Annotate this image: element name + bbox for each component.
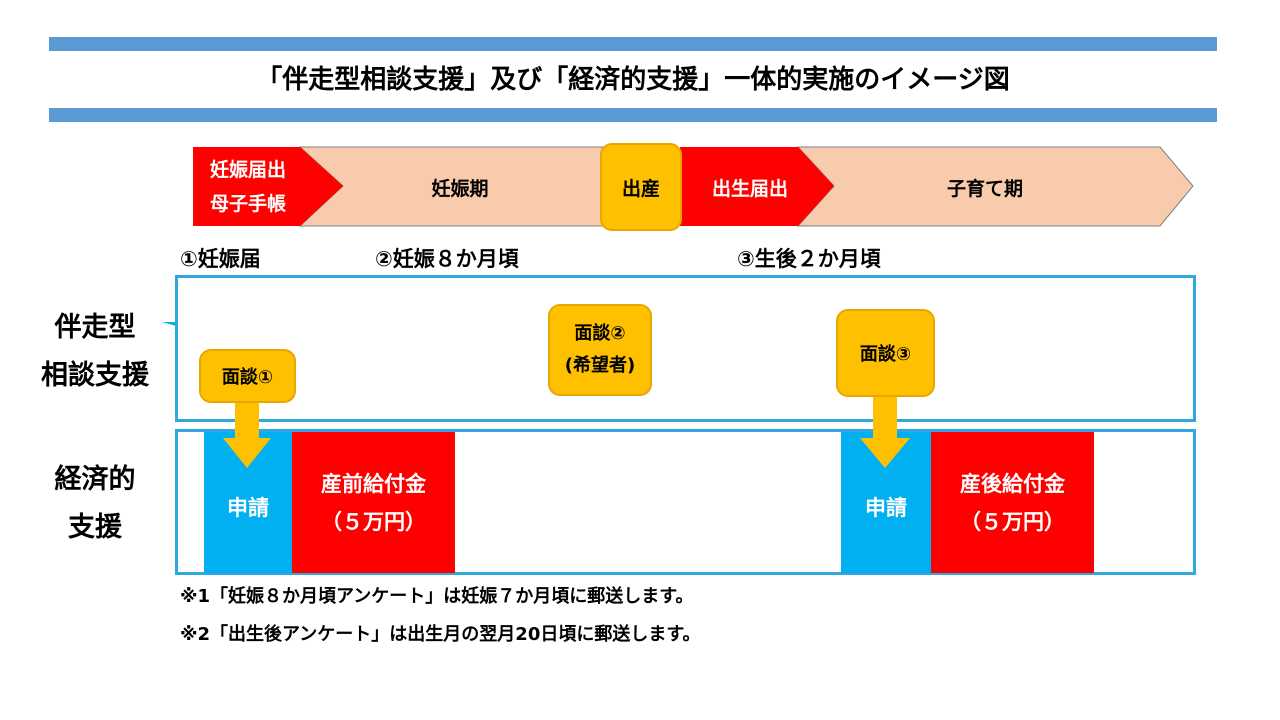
postnatal-benefit-block: 産後給付金 （５万円） — [931, 432, 1094, 573]
survey3-text: 出生後 アンケート(※2) — [693, 316, 813, 385]
row-label-economic-line1: 経済的 — [54, 464, 136, 495]
interview2-line1: 面談② — [574, 323, 626, 344]
prenatal-benefit-line1: 産前給付金 — [321, 471, 426, 496]
survey2-line2-wrap: アンケート(※1) — [408, 350, 528, 385]
interview2-line2: (希望者) — [564, 355, 636, 376]
interview3-box: 面談③ — [836, 309, 935, 397]
milestone-pregnancy-notice: ①妊娠届 — [180, 247, 261, 271]
timeline-birth-registration-shape — [680, 147, 834, 226]
row-label-accompanying-support: 伴走型 相談支援 — [20, 304, 170, 400]
survey2-line1: 妊娠８か月頃 — [408, 322, 516, 343]
timeline-pregnancy-shape — [298, 146, 621, 227]
timeline-pregnancy-notice-shape — [193, 147, 343, 226]
title-band-top — [49, 37, 1217, 51]
survey1-text: 妊娠届出時 アンケート — [193, 283, 300, 335]
row-label-economic-line2: 支援 — [68, 512, 122, 543]
survey2-text: 妊娠８か月頃 アンケート(※1) — [408, 316, 528, 385]
survey3-note: (※2) — [782, 361, 814, 375]
footnote-1: ※1「妊娠８か月頃アンケート」は妊娠７か月頃に郵送します。 — [180, 586, 694, 607]
interview1-down-arrow — [223, 400, 271, 468]
row-label-economic-support: 経済的 支援 — [20, 456, 170, 552]
survey2-line2: アンケート — [408, 356, 498, 377]
timeline-pregnancy-notice-line2: 母子手帳 — [209, 193, 286, 215]
postnatal-benefit-line1: 産後給付金 — [960, 471, 1065, 496]
survey1-line1: 妊娠届出時 — [211, 288, 282, 304]
timeline-childcare-period: 子育て期 — [946, 177, 1023, 200]
timeline-pregnancy-notice: 妊娠届出 母子手帳 — [193, 147, 303, 227]
row-label-support-line2: 相談支援 — [41, 360, 149, 391]
timeline-birth-registration: 出生届出 — [711, 177, 788, 200]
title-band-bottom — [49, 108, 1217, 122]
interview3-down-arrow — [860, 392, 910, 468]
survey3-line2: アンケート — [693, 356, 783, 377]
prenatal-benefit-line2: （５万円） — [321, 509, 426, 534]
interview1-box: 面談① — [199, 349, 296, 403]
interview2-box: 面談② (希望者) — [548, 304, 652, 396]
support-panel — [175, 275, 1196, 422]
timeline-birth: 出産 — [600, 143, 682, 231]
milestone-postnatal-2-months: ③生後２か月頃 — [737, 247, 881, 271]
timeline-pregnancy-period: 妊娠期 — [431, 177, 489, 200]
survey3-line2-wrap: アンケート(※2) — [693, 350, 813, 385]
milestone-pregnancy-8-months: ②妊娠８か月頃 — [375, 247, 519, 271]
survey3-line1: 出生後 — [693, 322, 747, 343]
prenatal-benefit-block: 産前給付金 （５万円） — [292, 432, 455, 573]
page-title: 「伴走型相談支援」及び「経済的支援」一体的実施のイメージ図 — [256, 65, 1010, 95]
postnatal-benefit-line2: （５万円） — [960, 509, 1065, 534]
survey2-note: (※1) — [497, 361, 529, 375]
row-label-support-line1: 伴走型 — [54, 312, 136, 343]
timeline-pregnancy-notice-line1: 妊娠届出 — [209, 159, 286, 181]
footnote-2: ※2「出生後アンケート」は出生月の翌月20日頃に郵送します。 — [180, 624, 701, 645]
survey1-line2: アンケート — [211, 314, 282, 330]
